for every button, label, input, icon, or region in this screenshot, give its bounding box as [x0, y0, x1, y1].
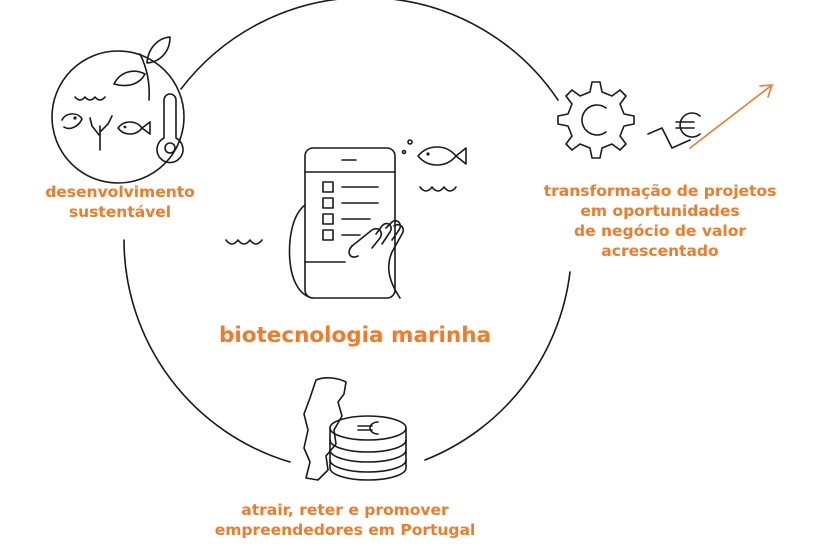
node-label-line: desenvolvimento [45, 183, 195, 201]
center-label-text: biotecnologia marinha [218, 323, 492, 348]
node-label-line: transformação de projetos [543, 182, 777, 200]
node-label-entrepreneurs: atrair, reter e promover empreendedores … [185, 500, 505, 540]
gear-growth-icon [557, 81, 773, 159]
node-label-value-creation: transformação de projetos em oportunidad… [505, 181, 815, 262]
node-label-sustainable-development: desenvolvimento sustentável [0, 182, 240, 222]
center-label: biotecnologia marinha [180, 322, 530, 350]
node-label-line: de negócio de valor [573, 222, 746, 241]
portugal-coins-icon [303, 377, 407, 481]
node-label-line: acrescentado [601, 242, 719, 261]
tablet-checklist-icon [225, 139, 467, 299]
node-label-line: empreendedores em Portugal [214, 521, 476, 540]
cycle-ring [123, 0, 571, 463]
node-label-line: em oportunidades [580, 202, 740, 221]
node-label-line: atrair, reter e promover [241, 501, 449, 519]
node-label-line: sustentável [68, 203, 172, 222]
sustainability-circle-icon [51, 36, 185, 184]
